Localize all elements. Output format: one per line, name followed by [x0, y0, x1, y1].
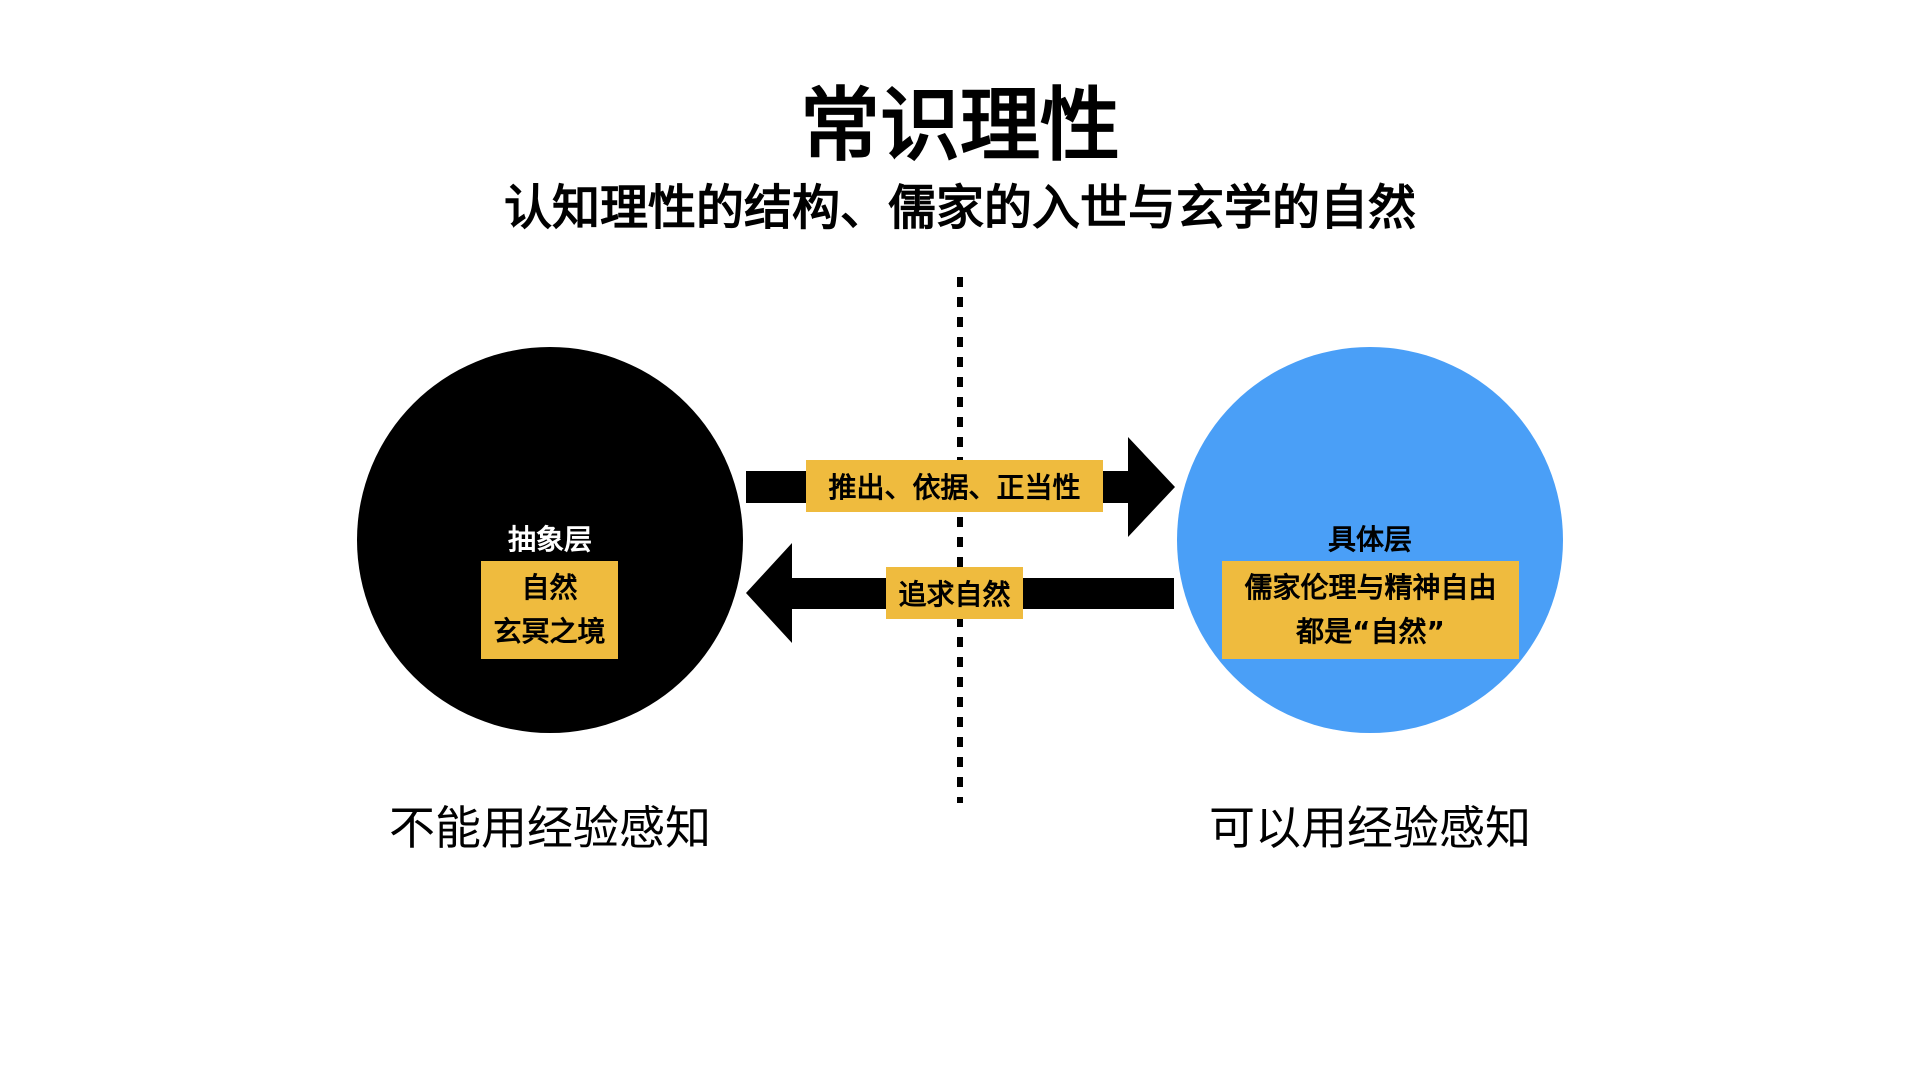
abstract-box-line: 自然 [521, 571, 578, 604]
concrete-layer-circle [1177, 347, 1563, 733]
concrete-layer-box: 儒家伦理与精神自由 都是“自然” [1222, 561, 1519, 659]
abstract-layer-circle [357, 347, 743, 733]
diagram-title: 常识理性 [800, 79, 1120, 172]
forward-arrow-label: 推出、依据、正当性 [806, 460, 1103, 512]
abstract-layer-label: 抽象层 [507, 523, 592, 556]
concrete-caption: 可以用经验感知 [1209, 801, 1531, 855]
abstract-caption: 不能用经验感知 [389, 801, 711, 855]
dotted-divider [957, 277, 963, 803]
abstract-layer-box: 自然 玄冥之境 [481, 561, 618, 659]
abstract-box-line: 玄冥之境 [493, 615, 606, 648]
concrete-box-line: 儒家伦理与精神自由 [1244, 571, 1497, 604]
concrete-layer-label: 具体层 [1327, 523, 1412, 556]
backward-arrow-label: 追求自然 [886, 567, 1023, 619]
diagram-subtitle: 认知理性的结构、儒家的入世与玄学的自然 [503, 180, 1416, 236]
concrete-box-line: 都是“自然” [1296, 615, 1445, 648]
